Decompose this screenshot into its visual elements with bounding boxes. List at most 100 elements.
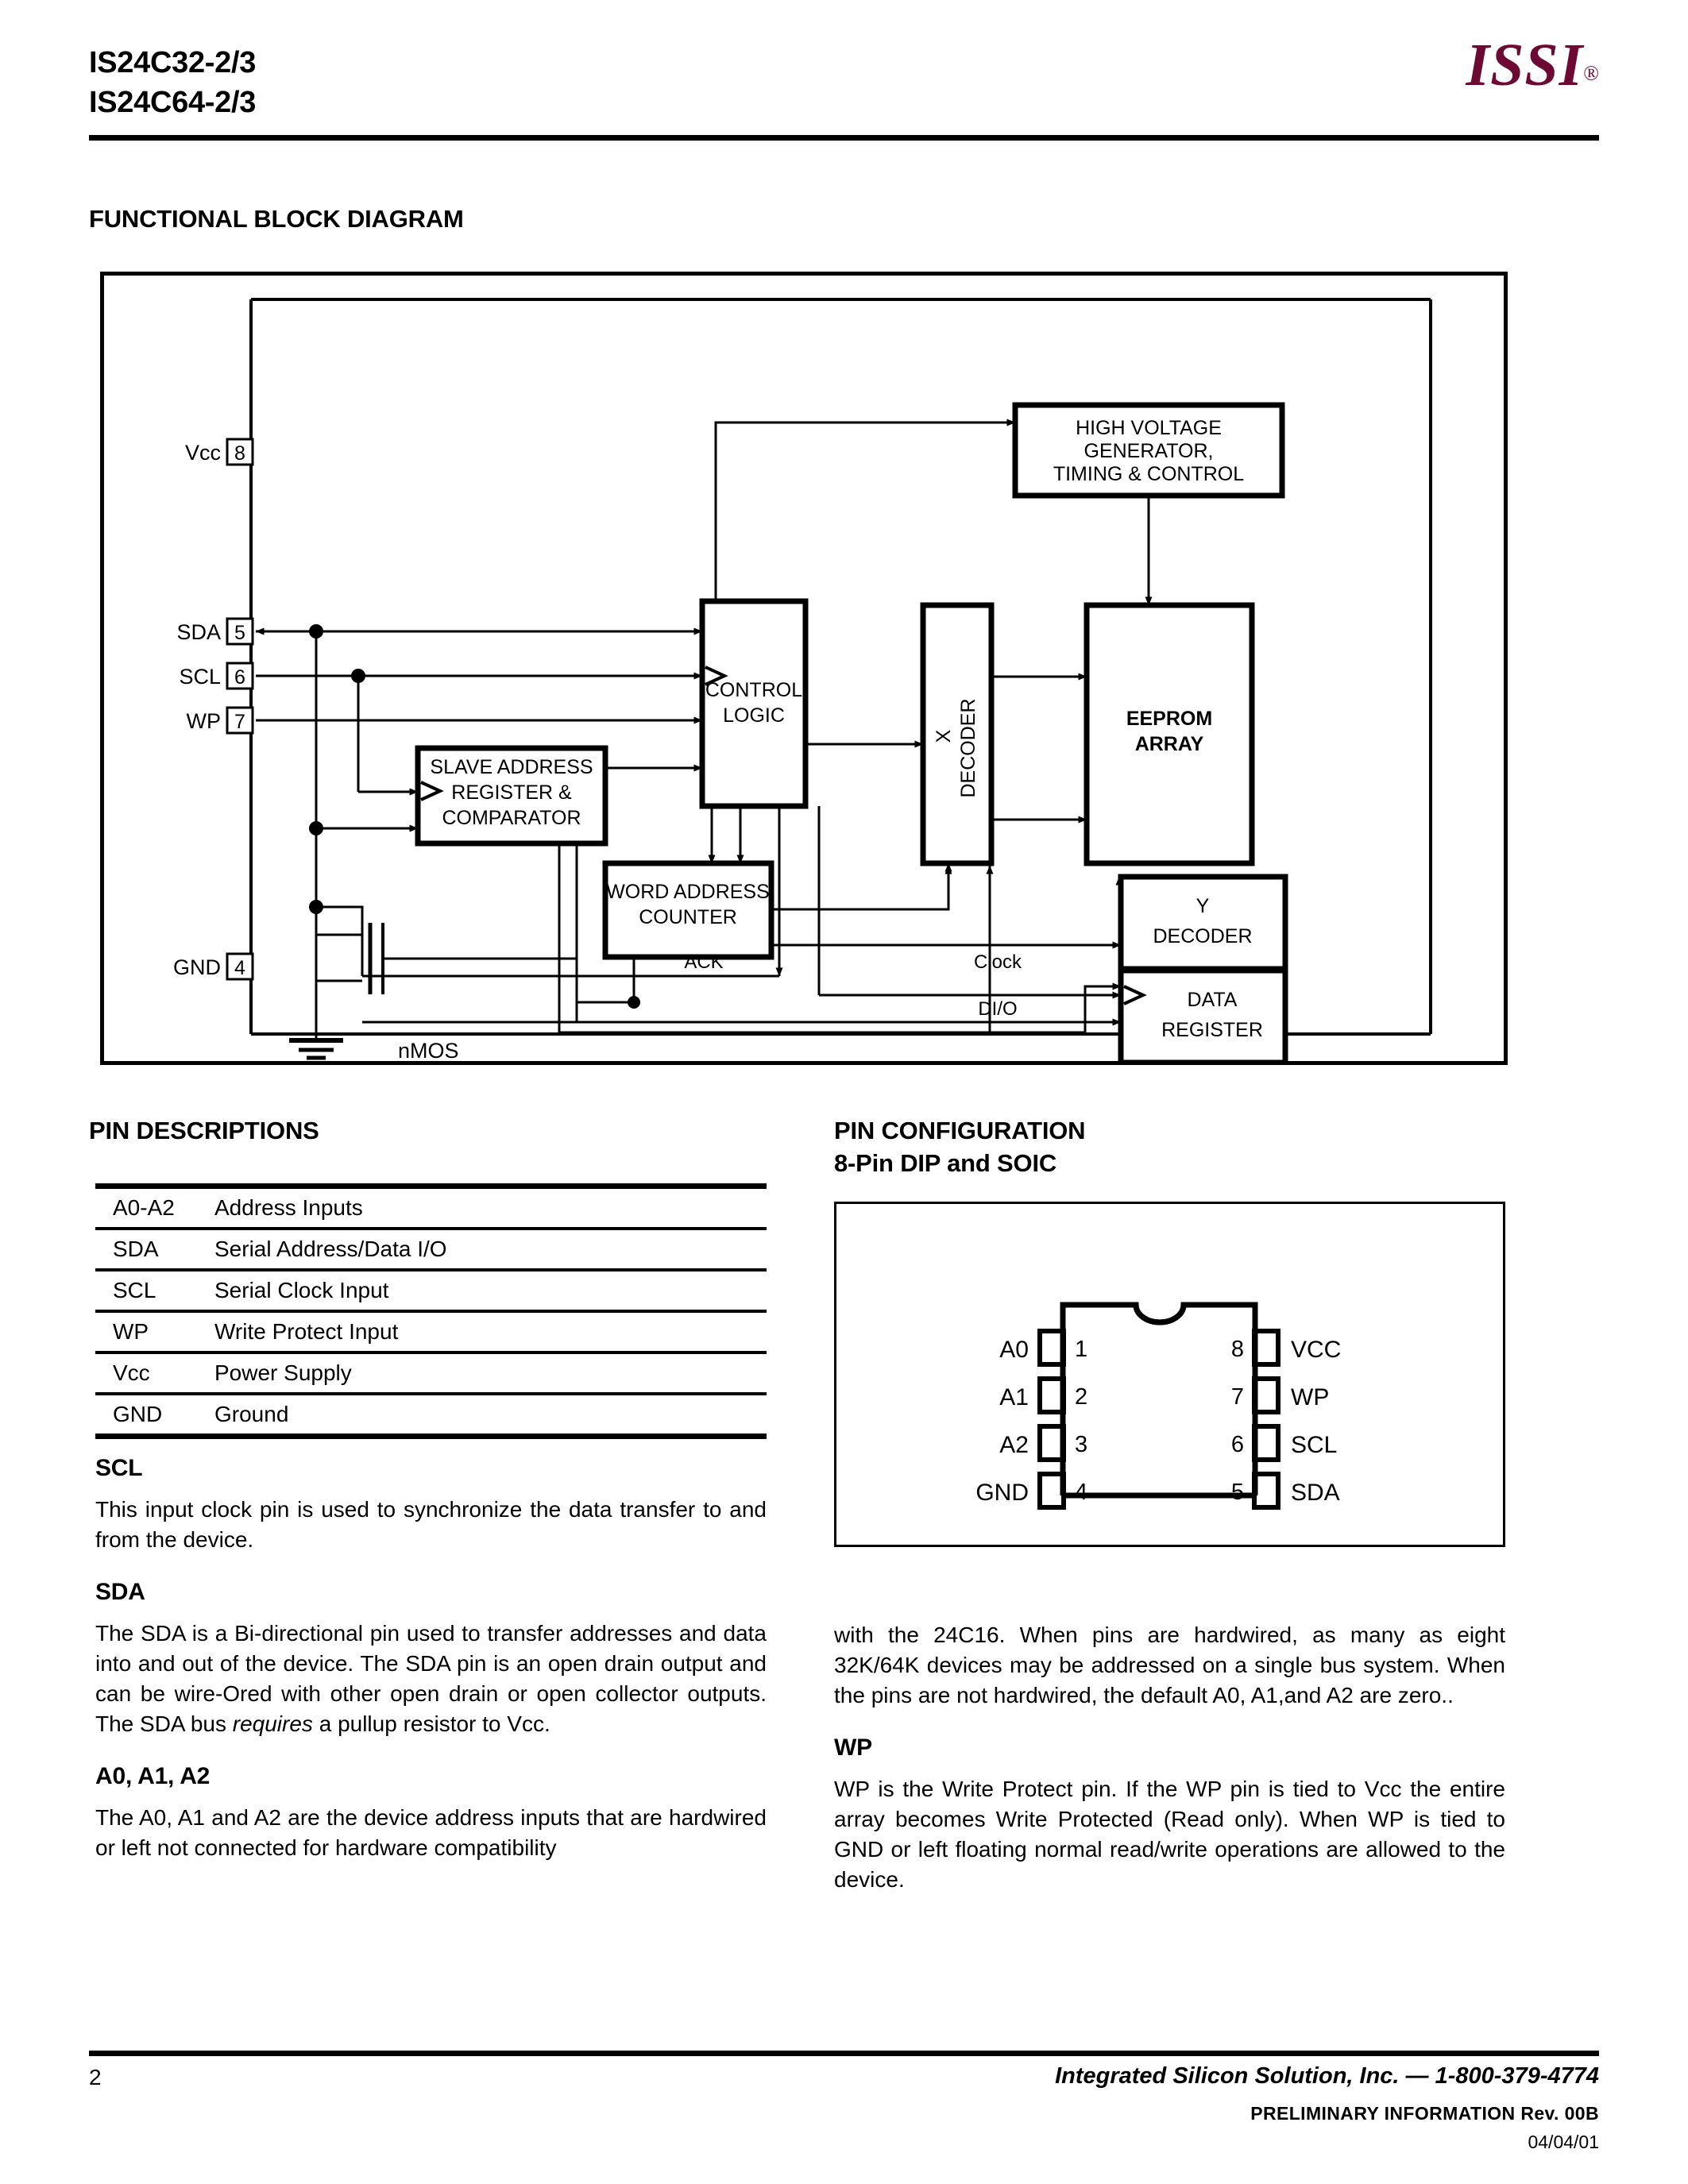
signal-label-clock: Clock (974, 951, 1022, 973)
svg-text:ARRAY: ARRAY (1135, 733, 1204, 755)
pin-label-gnd: GND (173, 955, 221, 979)
heading-address-pins: A0, A1, A2 (95, 1763, 211, 1789)
pin-name: SCL (113, 1278, 156, 1302)
pin-configuration-title: PIN CONFIGURATION 8-Pin DIP and SOIC (834, 1114, 1086, 1179)
pin-name-gnd: GND (975, 1480, 1029, 1506)
pin-name-wp: WP (1291, 1384, 1329, 1410)
pin-name-vcc: VCC (1291, 1337, 1341, 1363)
svg-text:COUNTER: COUNTER (639, 906, 737, 928)
block-label-y-decoder: Y DECODER (1153, 895, 1252, 947)
block-label-eeprom-array: EEPROM ARRAY (1126, 708, 1212, 755)
table-row-rule (95, 1310, 767, 1313)
table-row-rule (95, 1351, 767, 1354)
pin-configuration-diagram: 1 2 3 4 8 7 6 5 A0 A1 A2 GND VCC WP SCL … (975, 1302, 1341, 1510)
pin-label-vcc: Vcc (185, 441, 221, 465)
pin-number-1: 1 (1075, 1337, 1087, 1362)
footer-divider (89, 2051, 1599, 2056)
page-number: 2 (89, 2065, 102, 2089)
table-row-rule (95, 1227, 767, 1230)
block-data-register (1118, 967, 1288, 1065)
block-high-voltage-generator (1012, 402, 1285, 499)
registered-trademark-icon: ® (1583, 61, 1599, 85)
table-row-rule (95, 1268, 767, 1271)
device-label-nmos: nMOS (398, 1039, 459, 1063)
paragraph-sda: The SDA is a Bi-directional pin used to … (95, 1619, 767, 1739)
paragraph-scl: This input clock pin is used to synchron… (95, 1497, 767, 1552)
svg-text:COMPARATOR: COMPARATOR (442, 807, 581, 829)
table-row-rule (95, 1392, 767, 1395)
pin-number-7: 7 (1231, 1384, 1244, 1410)
pin-name-scl: SCL (1291, 1432, 1337, 1458)
part-number-block: IS24C32-2/3 IS24C64-2/3 (89, 43, 256, 122)
pin-description: Ground (214, 1402, 289, 1426)
pin-name: Vcc (113, 1360, 150, 1385)
svg-text:DECODER: DECODER (1153, 925, 1252, 947)
svg-text:SLAVE ADDRESS: SLAVE ADDRESS (430, 756, 593, 778)
footer-company-line: Integrated Silicon Solution, Inc. — 1-80… (1055, 2063, 1599, 2089)
svg-text:DECODER: DECODER (957, 698, 979, 797)
table-row: Vcc Power Supply (95, 1354, 767, 1392)
pin-tab-3 (1037, 1424, 1066, 1462)
svg-text:LOGIC: LOGIC (723, 704, 785, 727)
pin-number-8: 8 (234, 442, 245, 465)
functional-block-diagram: Vcc 8 SDA 5 SCL 6 WP 7 GND 4 HIGH VOLTAG… (173, 298, 1432, 1065)
svg-text:DATA: DATA (1188, 989, 1238, 1011)
svg-text:CONTROL: CONTROL (705, 679, 802, 701)
block-slave-address-register (415, 745, 608, 847)
pin-description: Power Supply (214, 1360, 352, 1385)
heading-sda: SDA (95, 1579, 145, 1605)
pin-configuration-title-line2: 8-Pin DIP and SOIC (834, 1149, 1057, 1177)
block-label-control-logic: CONTROL LOGIC (705, 679, 802, 727)
pin-number-3: 3 (1075, 1432, 1087, 1457)
pin-name-sda: SDA (1291, 1480, 1340, 1506)
pin-number-4: 4 (1075, 1480, 1087, 1505)
paragraph-wp: WP is the Write Protect pin. If the WP p… (834, 1777, 1505, 1892)
svg-text:X: X (933, 729, 955, 743)
table-row: WP Write Protect Input (95, 1313, 767, 1351)
pin-label-sda: SDA (176, 620, 221, 644)
logo-wordmark: ISSI (1466, 32, 1584, 98)
part-number-1: IS24C32-2/3 (89, 46, 257, 79)
block-label-word-address-counter: WORD ADDRESS COUNTER (606, 881, 770, 928)
table-row: SCL Serial Clock Input (95, 1271, 767, 1310)
svg-text:EEPROM: EEPROM (1126, 708, 1212, 730)
pin-label-scl: SCL (179, 665, 221, 689)
right-text-column: with the 24C16. When pins are hardwired,… (834, 1620, 1505, 1919)
block-control-logic (699, 598, 809, 809)
block-y-decoder (1118, 874, 1288, 972)
heading-wp: WP (834, 1734, 872, 1761)
pin-description: Serial Address/Data I/O (214, 1237, 447, 1261)
footer-date: 04/04/01 (1528, 2132, 1599, 2152)
svg-text:REGISTER &: REGISTER & (451, 781, 572, 804)
pin-number-7: 7 (234, 711, 245, 733)
heading-scl: SCL (95, 1455, 143, 1481)
pin-name-a1: A1 (999, 1384, 1029, 1410)
svg-text:HIGH VOLTAGE: HIGH VOLTAGE (1076, 417, 1222, 439)
issi-logo: ISSI® (1466, 35, 1599, 95)
page-header: IS24C32-2/3 IS24C64-2/3 ISSI® (0, 0, 1688, 151)
footer-preliminary-info: PRELIMINARY INFORMATION Rev. 00B (1250, 2103, 1599, 2124)
table-row: A0-A2 Address Inputs (95, 1189, 767, 1227)
part-number-2: IS24C64-2/3 (89, 86, 257, 119)
pin-name: WP (113, 1319, 149, 1344)
functional-block-diagram-title: FUNCTIONAL BLOCK DIAGRAM (89, 205, 464, 233)
paragraph-sda-emphasis: requires (232, 1711, 313, 1736)
svg-text:REGISTER: REGISTER (1161, 1019, 1263, 1041)
table-row: GND Ground (95, 1395, 767, 1433)
pin-name-a2: A2 (999, 1432, 1029, 1458)
header-divider (89, 135, 1599, 141)
paragraph-address-pins-left: The A0, A1 and A2 are the device address… (95, 1805, 767, 1860)
table-row: SDA Serial Address/Data I/O (95, 1230, 767, 1268)
pin-number-6: 6 (234, 666, 245, 689)
pin-description: Serial Clock Input (214, 1278, 389, 1302)
paragraph-sda-part1: The SDA is a Bi-directional pin used to … (95, 1621, 767, 1736)
pin-number-6: 6 (1231, 1432, 1244, 1457)
left-text-column: SCL This input clock pin is used to sync… (95, 1455, 767, 1887)
block-eeprom-array (1083, 602, 1255, 866)
paragraph-address-pins-right: with the 24C16. When pins are hardwired,… (834, 1623, 1505, 1707)
block-label-data-register: DATA REGISTER (1161, 989, 1263, 1041)
pin-name: GND (113, 1402, 163, 1426)
signal-label-dio: DI/O (978, 998, 1017, 1020)
pin-name: A0-A2 (113, 1195, 175, 1220)
